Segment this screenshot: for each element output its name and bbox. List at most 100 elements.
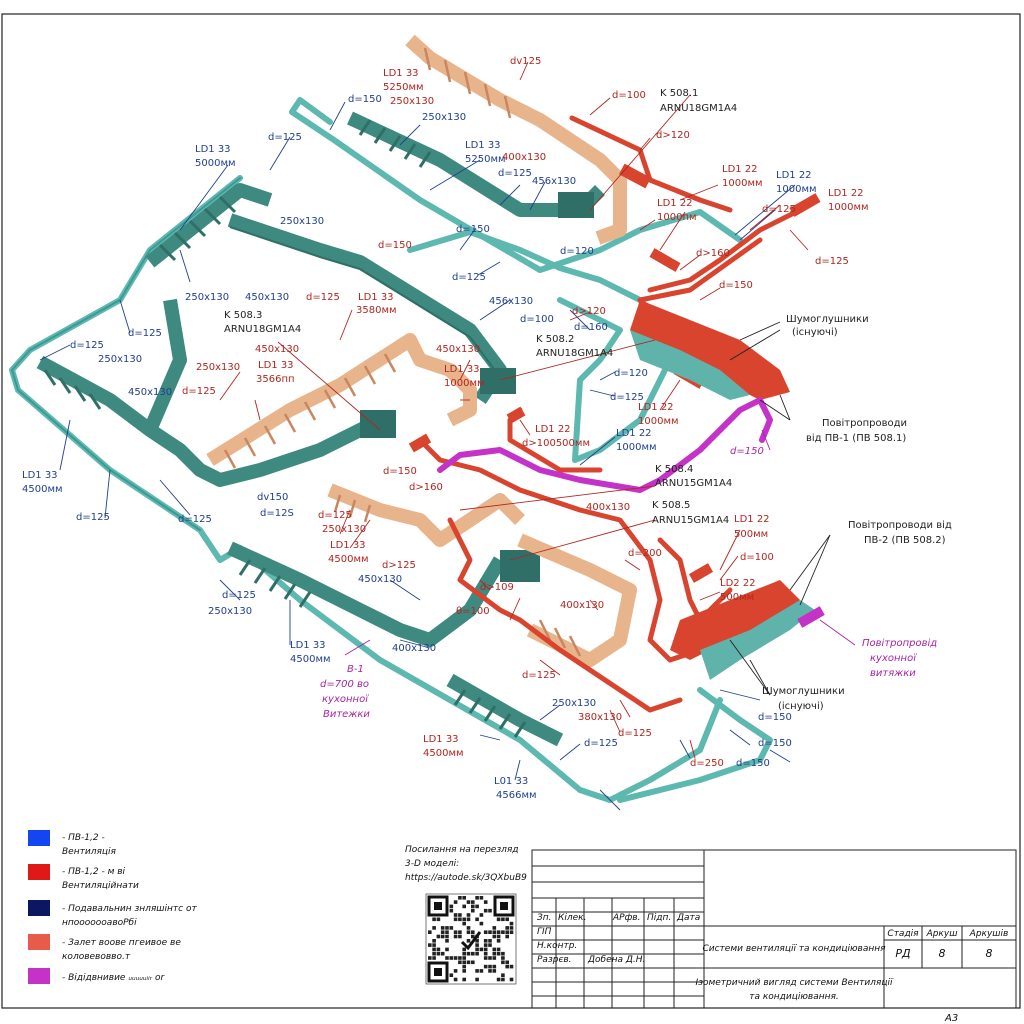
label-kitchen-line2: кухонної — [870, 653, 917, 664]
label-d125: d=125 — [222, 590, 256, 601]
label-kitchen-v1: кухонної — [322, 694, 369, 705]
label-d100-500mm: d>100500мм — [522, 438, 590, 449]
title-block-text: Зп. Кілек. АРфв. Підп. Дата ГІП Н.контр.… — [537, 913, 1008, 1024]
red-pipe-diag-1 — [647, 207, 803, 293]
label-250x130: 250x130 — [196, 362, 240, 373]
label-3580mm: 3580мм — [356, 305, 397, 316]
label-ld133-4500: LD1 33 — [423, 734, 459, 745]
label-ld133-3580: LD1 33 — [358, 292, 394, 303]
label-ld133-4500: LD1 33 — [290, 640, 326, 651]
label-456x130: 456x130 — [532, 176, 576, 187]
unit-box-k5085 — [500, 550, 540, 582]
legend-swatch-supply — [28, 830, 50, 846]
label-d160: d=160 — [574, 322, 608, 333]
tb-sheet-header: Аркуш — [926, 929, 958, 939]
peach-rungs-east — [538, 619, 582, 657]
tb-format: А3 — [944, 1013, 958, 1024]
label-d125: d=125 — [584, 738, 618, 749]
peach-rungs-south — [333, 494, 372, 523]
label-d150: d=150 — [758, 738, 792, 749]
label-v1: В-1 — [347, 664, 364, 675]
label-ld122: LD1 22 — [776, 170, 812, 181]
label-d125: d=125 — [128, 328, 162, 339]
link-line1: Посилання на перезляд — [405, 845, 519, 855]
link-url[interactable]: https://autode.sk/3QXbuB9 — [405, 873, 527, 883]
unit-box-k5081 — [558, 192, 594, 218]
label-4500mm: 4500мм — [290, 654, 331, 665]
label-ld122: LD1 22 — [828, 188, 864, 199]
label-silencers: Шумоглушники — [762, 686, 845, 697]
checkmark-icon — [460, 931, 482, 951]
sheet-frame — [1, 13, 1021, 1009]
unit-box-k5083 — [360, 410, 396, 438]
label-existing: (існуючі) — [778, 700, 824, 712]
label-d125: d=125 — [306, 292, 340, 303]
tb-row-nkontr: Н.контр. — [537, 941, 577, 951]
tb-col-kilk: Кілек. — [558, 913, 586, 923]
label-5000mm: 5000мм — [195, 158, 236, 169]
magenta-kitchen-cap — [797, 606, 825, 628]
label-ld122: LD1 22 — [734, 514, 770, 525]
tb-row-rozrob: Разрєв. — [537, 955, 572, 965]
label-ld133-3566: LD1 33 — [258, 360, 294, 371]
red-pipe-top — [569, 115, 733, 213]
label-ld133-5250: LD1 33 — [465, 140, 501, 151]
label-380x130: 380x130 — [578, 712, 622, 723]
duct-rungs-north — [158, 195, 237, 262]
label-d200-kitchen: d=700 во — [320, 679, 369, 690]
tb-title1: Системи вентиляції та кондиціювання — [702, 944, 886, 954]
label-dv150: dv150 — [257, 492, 288, 503]
label-400x130: 400x130 — [586, 502, 630, 513]
teal-pipe-east — [617, 687, 773, 803]
label-4500mm: 4500мм — [22, 484, 63, 495]
legend-swatch-salmon — [28, 934, 50, 950]
teal-pipe-mid — [407, 229, 663, 323]
label-d125: d=125 — [762, 204, 796, 215]
tb-col-pidp: Підп. — [647, 913, 671, 923]
label-1000mm: 1000мм — [444, 378, 485, 389]
red-pipe-south — [447, 517, 683, 713]
legend-item-1-line2: Вентиляція — [62, 847, 116, 857]
label-d150: d=150 — [348, 94, 382, 105]
duct-rungs-south-2 — [453, 689, 527, 738]
label-k5083: K 508.3 — [224, 310, 262, 321]
legend-item-3-line1: - Подавальнин знляшінтс от — [62, 904, 197, 914]
label-from-pv2: ПВ-2 (ПВ 508.2) — [864, 535, 946, 546]
tb-title3: та кондиціювання. — [749, 992, 839, 1002]
legend-swatch-magenta — [28, 968, 50, 984]
legend-item-3-line2: нпооооооавоРбі — [62, 918, 137, 928]
label-d150: d=150 — [719, 280, 753, 291]
silencer-top-teal — [630, 330, 750, 400]
peach-duct-south — [327, 483, 525, 547]
label-existing: (існуючі) — [792, 326, 838, 338]
silencer-bottom — [670, 580, 800, 660]
silencer-bottom-teal — [700, 600, 815, 680]
label-450x130: 450x130 — [436, 344, 480, 355]
label-d125: d=125 — [522, 670, 556, 681]
legend-item-1-line1: - ПВ-1,2 - — [62, 833, 105, 843]
label-arnu5084: ARNU15GM1A4 — [655, 478, 732, 489]
label-ld122: LD1 22 — [657, 198, 693, 209]
label-d109: d>109 — [480, 582, 514, 593]
label-ld133-4500: LD1 33 — [22, 470, 58, 481]
label-d125: d=125 — [70, 340, 104, 351]
legend-item-4-line2: коловевовво.т — [62, 952, 131, 962]
label-ld133-4566: L01 33 — [494, 776, 528, 787]
label-450x130: 450x130 — [245, 292, 289, 303]
qr-code[interactable] — [425, 893, 517, 985]
label-400x130: 400x130 — [502, 152, 546, 163]
label-d125: d=125 — [182, 386, 216, 397]
label-4500mm: 4500мм — [328, 554, 369, 565]
label-d125: d>125 — [382, 560, 416, 571]
teal-duct-south-2 — [446, 673, 564, 747]
label-450x130: 450x130 — [255, 344, 299, 355]
red-pipe-diag-2 — [637, 237, 763, 303]
red-cap-1 — [618, 163, 652, 189]
tb-sheets-header: Аркушів — [969, 929, 1009, 939]
teal-pipe-centre — [557, 297, 673, 463]
label-d125: d=125 — [815, 256, 849, 267]
label-k5084: K 508.4 — [655, 464, 693, 475]
label-3566mm: 3566пп — [256, 374, 295, 385]
label-d150: d=150 — [383, 466, 417, 477]
label-456x130: 456x130 — [489, 296, 533, 307]
